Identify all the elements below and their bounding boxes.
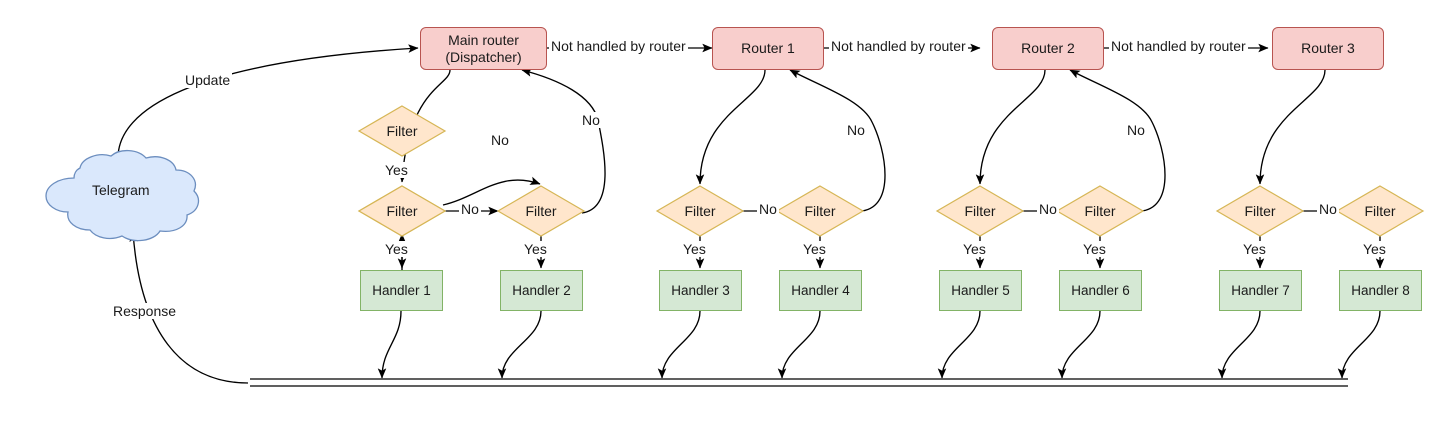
edge-label-not-handled-1: Not handled by router — [549, 38, 688, 54]
edge-label-no-filter-e-back: No — [845, 122, 867, 138]
edge-label-yes-filter-d: Yes — [681, 241, 708, 257]
filter-b-shape — [357, 185, 447, 237]
node-handler-7[interactable]: Handler 7 — [1219, 270, 1302, 311]
edge-handler-6-out — [1057, 310, 1101, 379]
edge-label-yes-filter-g: Yes — [1081, 241, 1108, 257]
main-router-label-line1: Main router — [448, 32, 519, 49]
edge-label-not-handled-3: Not handled by router — [1109, 38, 1248, 54]
edge-handler-4-out — [777, 310, 821, 379]
edge-label-yes-filter-c: Yes — [522, 241, 549, 257]
node-handler-8[interactable]: Handler 8 — [1339, 270, 1422, 311]
edge-router2-to-filter-f — [975, 69, 1046, 185]
node-handler-1[interactable]: Handler 1 — [360, 270, 443, 311]
edge-label-no-filter-d: No — [757, 201, 779, 217]
node-handler-5[interactable]: Handler 5 — [939, 270, 1022, 311]
node-handler-4[interactable]: Handler 4 — [779, 270, 862, 311]
edge-handler-3-out — [657, 310, 701, 379]
edge-handler-5-out — [937, 310, 981, 379]
node-router-2[interactable]: Router 2 — [992, 27, 1104, 70]
edge-label-no-filter-a: No — [489, 132, 511, 148]
edge-filter-e-no-back — [789, 69, 886, 212]
router-3-label: Router 3 — [1301, 40, 1355, 57]
edge-label-yes-filter-e: Yes — [801, 241, 828, 257]
edge-label-yes-filter-i: Yes — [1361, 241, 1388, 257]
edge-label-yes-filter-a: Yes — [383, 162, 410, 178]
edge-update — [117, 44, 419, 159]
edge-handler-8-out — [1337, 310, 1381, 379]
edge-response — [129, 231, 249, 384]
node-handler-6[interactable]: Handler 6 — [1059, 270, 1142, 311]
edge-handler-1-out — [377, 310, 402, 379]
node-router-1[interactable]: Router 1 — [712, 27, 824, 70]
filter-g-shape — [1055, 185, 1145, 237]
filter-h-shape — [1215, 185, 1305, 237]
node-handler-2[interactable]: Handler 2 — [500, 270, 583, 311]
edge-handler-2-out — [497, 310, 542, 379]
edge-filter-g-no-back — [1069, 69, 1166, 212]
filter-i-shape — [1335, 185, 1425, 237]
main-router-label-line2: (Dispatcher) — [445, 48, 522, 65]
edge-label-yes-filter-f: Yes — [961, 241, 988, 257]
node-handler-3[interactable]: Handler 3 — [659, 270, 742, 311]
telegram-label: Telegram — [92, 182, 150, 198]
edge-label-no-filter-f: No — [1037, 201, 1059, 217]
filter-e-shape — [775, 185, 865, 237]
edge-router3-to-filter-h — [1255, 69, 1326, 185]
edge-label-not-handled-2: Not handled by router — [829, 38, 968, 54]
filter-f-shape — [935, 185, 1025, 237]
edge-label-yes-filter-h: Yes — [1241, 241, 1268, 257]
edge-label-no-filter-c-back: No — [580, 112, 602, 128]
edge-label-no-filter-b: No — [459, 201, 481, 217]
edge-handler-7-out — [1217, 310, 1261, 379]
filter-a-shape — [357, 105, 447, 157]
filter-d-shape — [655, 185, 745, 237]
router-2-label: Router 2 — [1021, 40, 1075, 57]
edge-label-yes-filter-b: Yes — [383, 241, 410, 257]
edge-label-no-filter-g-back: No — [1125, 122, 1147, 138]
telegram-cloud — [45, 149, 200, 242]
node-main-router[interactable]: Main router (Dispatcher) — [420, 27, 547, 70]
collector-bar — [250, 378, 1348, 387]
edge-filter-a-no — [442, 176, 541, 206]
edge-router1-to-filter-d — [695, 69, 766, 185]
edge-label-response: Response — [111, 303, 179, 319]
edge-label-no-filter-h: No — [1317, 201, 1339, 217]
filter-c-shape — [496, 185, 586, 237]
node-router-3[interactable]: Router 3 — [1272, 27, 1384, 70]
router-1-label: Router 1 — [741, 40, 795, 57]
edge-label-update: Update — [183, 72, 233, 88]
